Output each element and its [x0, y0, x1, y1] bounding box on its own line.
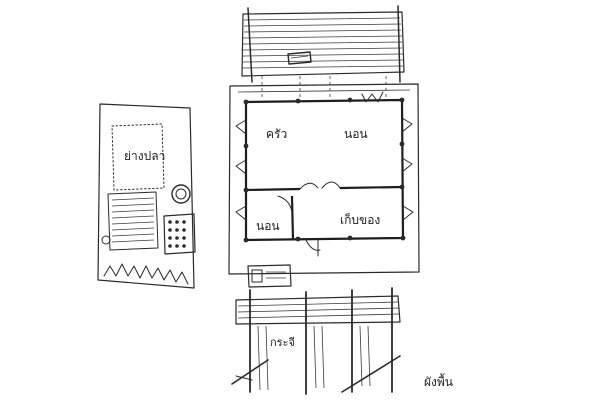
drying-yard	[97, 103, 196, 289]
house-platform	[228, 83, 420, 275]
top-roof-structure	[241, 5, 405, 83]
house-posts	[243, 97, 406, 243]
area-label-rice-drying: ย่างปลา	[124, 149, 165, 163]
room-label-storage: เก็บของ	[340, 212, 380, 227]
room-label-kitchen: ครัว	[266, 127, 287, 141]
house-windows	[235, 117, 414, 221]
dashed-lines	[261, 76, 387, 100]
legend-label: ผังพื้น	[424, 373, 453, 389]
bottom-terrace	[231, 287, 401, 395]
house-stair	[247, 264, 292, 288]
room-label-bedroom-bottom: นอน	[256, 219, 280, 233]
area-label-terrace: กระจี	[270, 336, 295, 349]
room-label-bedroom-top: นอน	[344, 127, 368, 141]
